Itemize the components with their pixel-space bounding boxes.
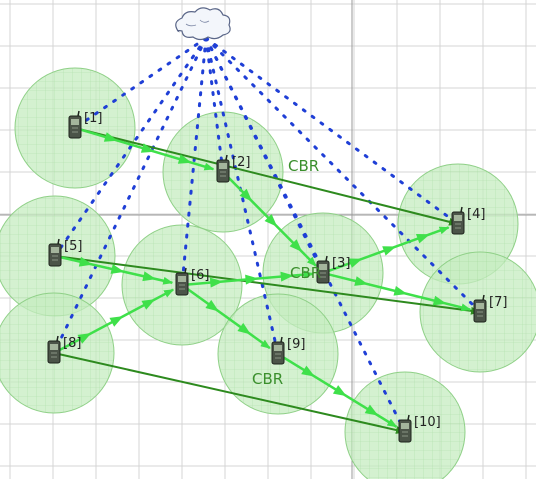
packet-arrow-icon xyxy=(382,246,397,256)
node-label-2: [2] xyxy=(232,155,250,170)
node-antenna xyxy=(57,238,60,245)
packet-arrow-icon xyxy=(177,154,192,164)
cloud-icon xyxy=(175,7,231,41)
node-screen xyxy=(454,215,462,221)
node-label-1: [1] xyxy=(84,111,102,126)
packet-arrow-icon xyxy=(364,404,379,416)
wireless-link-5 xyxy=(53,36,208,258)
packet-arrow-icon xyxy=(264,214,278,227)
coverage-edge-6 xyxy=(121,224,243,346)
node-screen xyxy=(219,163,227,169)
wireless-link-10 xyxy=(204,36,407,434)
cbr-label-1-4: CBR xyxy=(288,157,319,175)
packet-arrow-icon xyxy=(415,233,430,244)
node-screen xyxy=(178,276,186,282)
coverage-edge-8 xyxy=(0,292,115,414)
coverage-edge-9 xyxy=(217,293,339,415)
node-screen xyxy=(476,303,484,309)
packet-arrow-icon xyxy=(109,316,124,327)
packet-arrow-icon xyxy=(110,264,125,274)
mobile-node-icon[interactable] xyxy=(175,267,189,296)
cbr-route-8-10 xyxy=(53,352,406,434)
wireless-link-4 xyxy=(204,36,460,226)
mobile-node-icon[interactable] xyxy=(398,414,412,443)
node-antenna xyxy=(460,206,463,213)
node-labels: [1] [2] [3] [4] [5] [6] [7] [8] [9] [10] xyxy=(63,111,507,430)
wireless-link-2 xyxy=(204,36,225,174)
node-antenna xyxy=(325,255,328,262)
node-label-5: [5] xyxy=(64,239,82,254)
packet-arrow-icon xyxy=(78,256,93,267)
cbr-labels: CBR CBR CBR xyxy=(252,157,321,388)
mobile-node-icon[interactable] xyxy=(473,294,487,323)
node-label-4: [4] xyxy=(467,207,485,222)
packet-arrow-icon xyxy=(332,385,347,397)
cbr-routes xyxy=(53,127,481,434)
packet-hops xyxy=(58,128,472,428)
mobile-node-icon[interactable] xyxy=(48,238,62,267)
node-antenna xyxy=(407,414,410,421)
packet-arrow-icon xyxy=(103,132,118,142)
packet-arrow-icon xyxy=(348,258,363,268)
packet-arrow-icon xyxy=(141,299,156,310)
wireless-link-7 xyxy=(204,36,482,314)
node-screen xyxy=(401,423,409,429)
packet-arrow-icon xyxy=(77,333,92,344)
node-screen xyxy=(51,247,59,253)
node-antenna xyxy=(225,154,228,161)
node-antenna xyxy=(184,267,187,274)
wireless-link-8 xyxy=(52,36,208,355)
cbr-route-1-4 xyxy=(74,127,459,226)
packet-arrow-icon xyxy=(354,276,369,286)
mobile-node-icon[interactable] xyxy=(316,255,330,284)
mobile-node-icon[interactable] xyxy=(216,154,230,183)
coverage-edge-1 xyxy=(14,67,136,189)
coverage-edge-10 xyxy=(344,371,466,479)
mobile-node-icon[interactable] xyxy=(451,206,465,235)
node-label-10: [10] xyxy=(414,415,441,430)
cbr-label-5-7: CBR xyxy=(290,264,321,282)
node-label-6: [6] xyxy=(191,268,209,283)
wireless-link-9 xyxy=(204,36,280,356)
packet-hop-6-9 xyxy=(186,287,271,350)
packet-arrow-icon xyxy=(280,271,294,282)
packet-arrow-icon xyxy=(140,143,155,153)
packet-arrow-icon xyxy=(289,239,303,253)
node-screen xyxy=(50,344,58,350)
coverage-edge-7 xyxy=(419,251,536,373)
packet-arrow-icon xyxy=(301,365,315,377)
cbr-label-8-10: CBR xyxy=(252,370,283,388)
wireless-link-6 xyxy=(180,36,208,287)
mobile-nodes xyxy=(47,110,487,443)
node-label-7: [7] xyxy=(489,295,507,310)
packet-arrow-icon xyxy=(393,285,408,296)
packet-arrow-icon xyxy=(239,188,253,202)
node-label-8: [8] xyxy=(63,336,81,351)
node-antenna xyxy=(280,336,283,343)
node-label-3: [3] xyxy=(332,256,350,271)
packet-arrow-icon xyxy=(245,274,259,285)
node-screen xyxy=(319,264,327,270)
node-screen xyxy=(274,345,282,351)
node-antenna xyxy=(56,335,59,342)
packet-arrow-icon xyxy=(205,299,219,312)
cbr-route-5-7 xyxy=(54,255,481,315)
node-label-9: [9] xyxy=(287,337,305,352)
node-antenna xyxy=(77,110,80,117)
wireless-links xyxy=(52,36,482,434)
mobile-node-icon[interactable] xyxy=(271,336,285,365)
packet-arrow-icon xyxy=(432,295,447,306)
mobile-node-icon[interactable] xyxy=(47,335,61,364)
node-screen xyxy=(71,119,79,125)
packet-arrow-icon xyxy=(142,271,157,282)
packet-arrow-icon xyxy=(237,322,251,335)
wireless-link-1 xyxy=(73,36,208,130)
node-antenna xyxy=(482,294,485,301)
mobile-node-icon[interactable] xyxy=(68,110,82,139)
packet-arrow-icon xyxy=(209,277,224,288)
